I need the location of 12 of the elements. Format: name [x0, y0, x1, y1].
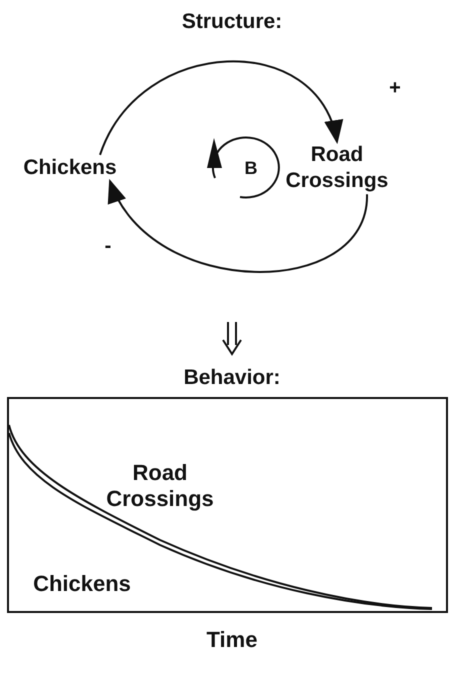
section-heading: Behavior: — [184, 366, 280, 390]
curve-label: Chickens — [33, 571, 131, 597]
axis-label: Time — [206, 627, 258, 653]
variable-label: Road Crossings — [277, 142, 397, 194]
curve-label: Road Crossings — [105, 460, 215, 512]
title: Structure: — [182, 10, 282, 34]
loop-label: B — [244, 158, 258, 178]
causal-link-arrow — [108, 178, 368, 273]
polarity-sign: - — [104, 234, 112, 258]
variable-label: Chickens — [10, 154, 130, 182]
causal-link-arrow — [99, 60, 340, 156]
polarity-sign: + — [389, 76, 401, 100]
